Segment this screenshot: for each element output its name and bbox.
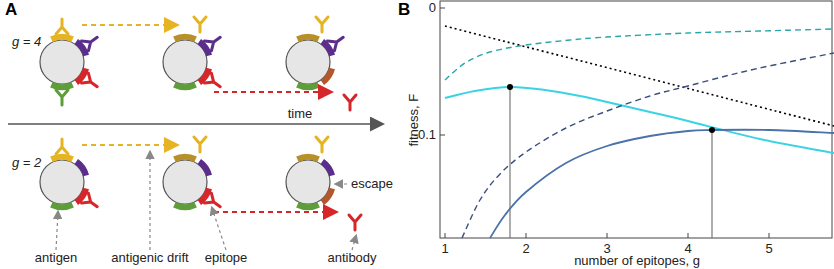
callout-label: escape [349,177,395,191]
fitness-curve [445,26,834,126]
callout-label: antibody [327,251,376,265]
antigen-circle [40,37,86,87]
antigen-circle [286,157,332,207]
plot-frame [440,1,832,238]
panel-letter: B [398,1,410,20]
antigen-circle [286,37,332,87]
axis-title: fitness, F [407,94,421,147]
tick-label: 5 [765,242,772,256]
fitness-curve [445,29,834,80]
fitness-curve [462,53,834,238]
tick-label: 1 [441,242,448,256]
axis-title: number of epitopes, g [574,254,700,268]
antigen-circle [40,157,86,207]
tick-label: 0 [429,1,436,15]
fitness-curve [490,130,834,238]
callout-label: epitope [205,251,248,265]
callout-label: antigen [35,251,78,265]
group-label: g = 4 [12,35,41,49]
time-arrow [8,123,382,125]
callout-label: antigenic drift [111,251,188,265]
antigen-circle [163,37,209,87]
panel-letter: A [5,1,17,20]
tick-label: 2 [522,242,529,256]
antigen-circle [163,157,209,207]
axis-note: time [286,107,315,121]
fitness-curve [445,87,834,153]
group-label: g = 2 [12,156,41,170]
